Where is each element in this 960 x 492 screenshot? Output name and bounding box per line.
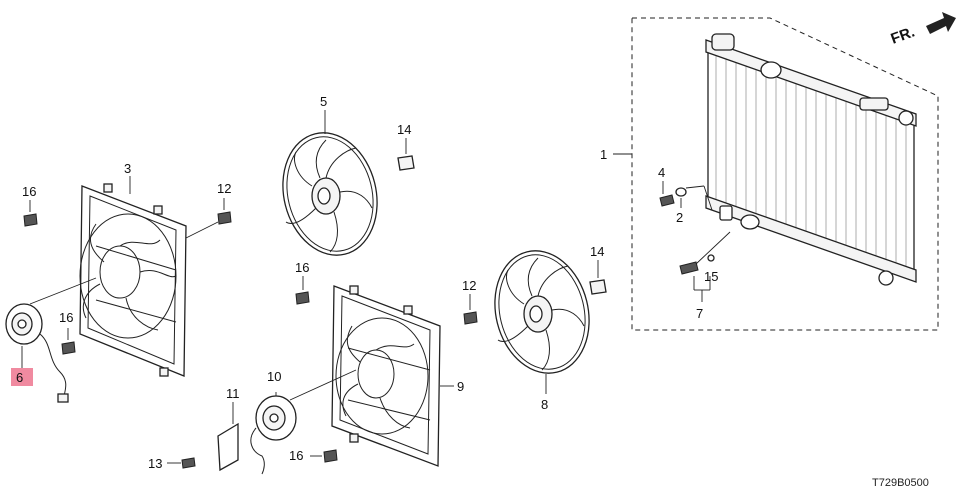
direction-label: FR. <box>889 24 918 48</box>
fan-shroud-left <box>79 183 187 377</box>
callout-15: 15 <box>704 269 718 284</box>
callout-1: 1 <box>600 147 607 162</box>
screw-16-left-bottom <box>61 328 76 355</box>
drain-plug-hardware <box>659 181 713 211</box>
fan-motor-left <box>5 277 97 403</box>
callout-5: 5 <box>320 94 327 109</box>
callout-7: 7 <box>696 306 703 321</box>
diagram-code: T729B0500 <box>872 477 929 489</box>
callout-2: 2 <box>676 210 683 225</box>
callout-16-d: 16 <box>289 448 303 463</box>
callout-16-b: 16 <box>59 310 73 325</box>
screw-12-left <box>185 198 232 239</box>
callout-16-c: 16 <box>295 260 309 275</box>
nut-14-upper <box>397 138 415 171</box>
wire-bracket <box>217 402 239 472</box>
mount-bolt-hardware <box>679 231 731 302</box>
callout-14-a: 14 <box>397 122 411 137</box>
callout-13: 13 <box>148 456 162 471</box>
callout-16-a: 16 <box>22 184 36 199</box>
callout-9: 9 <box>457 379 464 394</box>
callout-14-b: 14 <box>590 244 604 259</box>
fan-shroud-right <box>331 285 441 467</box>
callout-12-b: 12 <box>462 278 476 293</box>
callout-12-a: 12 <box>217 181 231 196</box>
screw-16-left-top <box>23 200 38 227</box>
callout-3: 3 <box>124 161 131 176</box>
front-direction-indicator: FR. <box>889 12 956 48</box>
callout-8: 8 <box>541 397 548 412</box>
callout-4: 4 <box>658 165 665 180</box>
screw-16-middle-top <box>295 276 310 305</box>
callout-11: 11 <box>226 386 240 401</box>
screw-13 <box>167 457 196 469</box>
callout-10: 10 <box>267 369 281 384</box>
fan-blade-lower <box>494 250 590 374</box>
fan-blade-upper <box>282 132 378 256</box>
callout-6-highlight <box>11 368 33 386</box>
screw-12-right <box>463 294 478 325</box>
nut-14-lower <box>589 260 607 295</box>
radiator-core <box>705 33 917 286</box>
direction-arrow-icon <box>926 12 956 34</box>
callout-6: 6 <box>16 370 23 385</box>
fan-motor-right <box>250 369 357 475</box>
screw-16-bottom <box>310 449 338 463</box>
